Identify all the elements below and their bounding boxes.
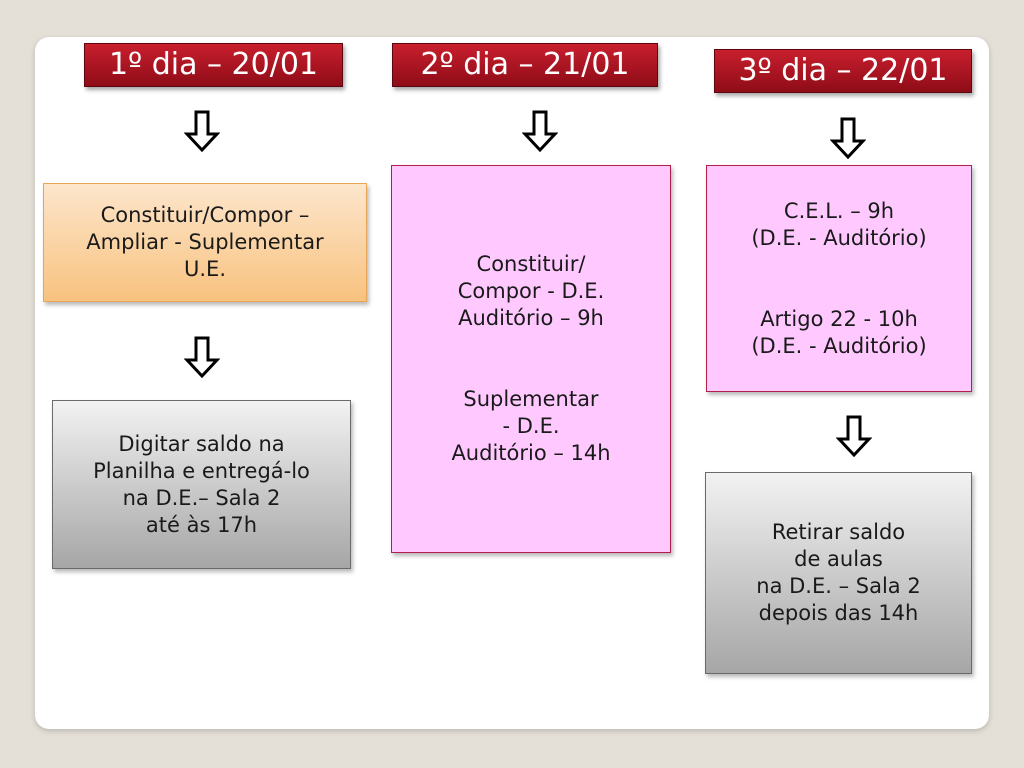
day-1-deadline-box: Digitar saldo na Planilha e entregá-lo n…: [52, 400, 351, 569]
down-arrow-icon: [184, 110, 220, 152]
box-text-line: na D.E. – Sala 2: [756, 574, 921, 598]
box-text-line: Digitar saldo na: [118, 431, 285, 456]
box-text-line: Constituir/: [476, 252, 586, 276]
day-1-task-box: Constituir/Compor – Ampliar - Suplementa…: [43, 183, 367, 302]
day-3-task-box: C.E.L. – 9h (D.E. - Auditório) Artigo 22…: [706, 165, 972, 392]
day-3-deadline-box: Retirar saldo de aulas na D.E. – Sala 2 …: [705, 472, 972, 674]
box-text-line: Compor - D.E.: [457, 279, 605, 303]
box-text-line: Artigo 22 - 10h: [760, 306, 918, 331]
box-text-line: (D.E. - Auditório): [751, 333, 927, 358]
box-text-line: Suplementar: [463, 387, 599, 411]
box-text-line: de aulas: [794, 547, 883, 571]
day-2-header: 2º dia – 21/01: [392, 43, 658, 87]
box-text-line: U.E.: [184, 257, 226, 281]
box-text-line: até às 17h: [145, 512, 258, 537]
box-text-line: C.E.L. – 9h: [783, 198, 895, 223]
box-text-line: Retirar saldo: [771, 520, 906, 544]
down-arrow-icon: [184, 336, 220, 378]
box-text-line: Planilha e entregá-lo: [93, 458, 310, 483]
box-text-line: depois das 14h: [758, 601, 919, 625]
day-3-header: 3º dia – 22/01: [714, 49, 972, 93]
box-text-line: Auditório – 9h: [458, 306, 604, 330]
box-text-line: - D.E.: [502, 414, 560, 438]
down-arrow-icon: [836, 415, 872, 457]
box-text-line: Ampliar - Suplementar: [86, 230, 324, 254]
box-text-line: Constituir/Compor –: [100, 203, 310, 227]
box-text-line: na D.E.– Sala 2: [122, 485, 281, 510]
day-2-task-box: Constituir/ Compor - D.E. Auditório – 9h…: [391, 165, 671, 553]
down-arrow-icon: [522, 110, 558, 152]
day-1-header: 1º dia – 20/01: [84, 43, 343, 87]
box-text-line: Auditório – 14h: [451, 441, 611, 465]
box-text-line: (D.E. - Auditório): [751, 225, 927, 250]
down-arrow-icon: [830, 117, 866, 159]
